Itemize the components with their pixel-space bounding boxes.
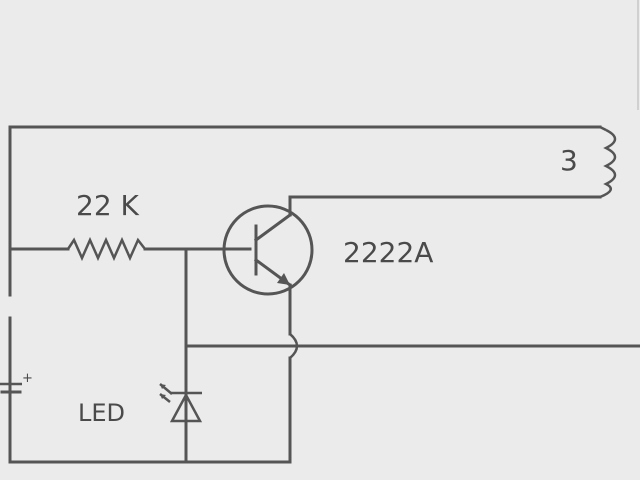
battery-symbol: + — [0, 371, 33, 394]
transistor-emitter-arrow — [277, 273, 290, 285]
wires — [8, 125, 640, 464]
led-symbol — [159, 383, 203, 423]
transistor-body — [222, 204, 314, 296]
transistor-symbol — [222, 204, 314, 296]
coil-symbol — [599, 125, 617, 199]
wire-collector — [288, 195, 602, 217]
led-triangle — [169, 392, 203, 423]
battery-polarity-label: + — [22, 371, 33, 386]
led-arrowhead-1 — [160, 384, 166, 389]
resistor-label: 22 K — [76, 189, 140, 222]
resistor-symbol — [66, 236, 146, 262]
led-arrowhead-2 — [160, 394, 166, 399]
led-label: LED — [78, 399, 125, 427]
transistor-collector-lead — [253, 212, 293, 243]
coil-label: 3 — [560, 144, 578, 177]
transistor-label: 2222A — [343, 236, 433, 269]
